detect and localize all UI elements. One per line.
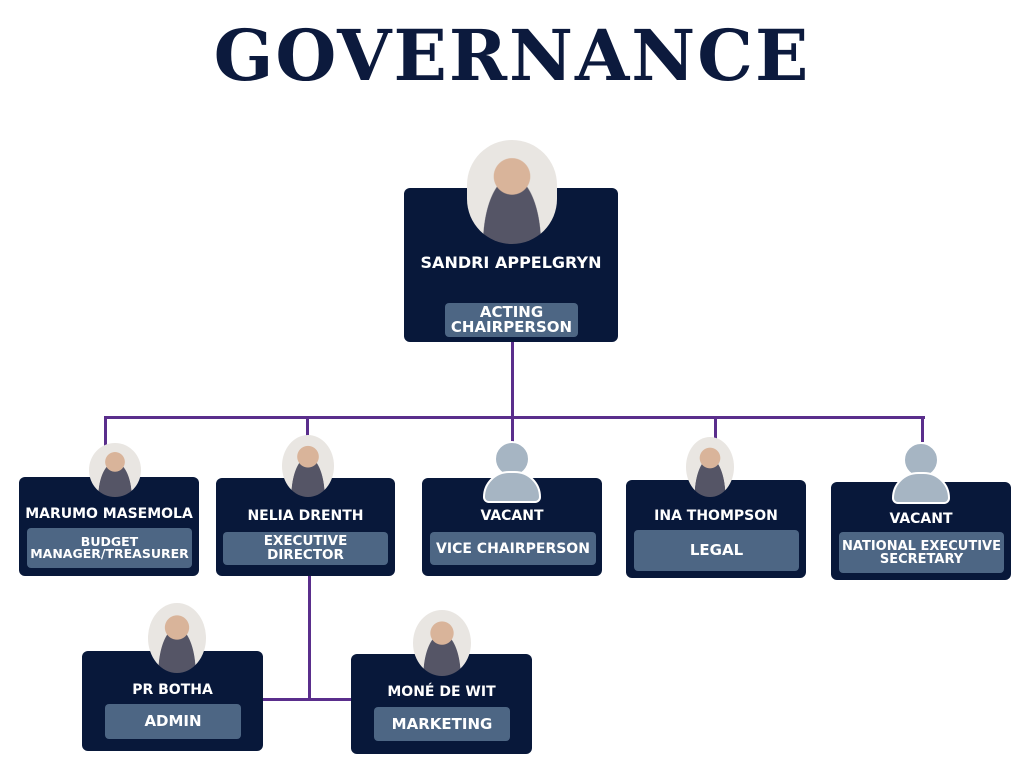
connector-line [714,416,717,442]
person-placeholder-icon [891,442,951,504]
member-card-national-executive-secretary: VACANT NATIONAL EXECUTIVE SECRETARY [831,482,1011,580]
member-photo [467,140,557,244]
member-card-acting-chairperson: SANDRI APPELGRYN ACTING CHAIRPERSON [404,188,618,342]
member-role: LEGAL [634,530,799,571]
connector-line [263,698,351,701]
member-name: VACANT [889,511,953,527]
person-placeholder-icon [482,441,542,503]
member-role: NATIONAL EXECUTIVE SECRETARY [839,532,1004,573]
member-photo [148,603,206,673]
connector-line [511,416,514,442]
connector-line [308,576,311,700]
member-photo [89,443,141,497]
connector-line [511,342,514,418]
connector-line [921,416,924,442]
member-name: VACANT [480,508,544,524]
member-role: ACTING CHAIRPERSON [445,303,578,337]
member-photo [686,437,734,497]
member-role: ADMIN [105,704,241,739]
member-name: SANDRI APPELGRYN [420,253,602,272]
connector-line [306,416,309,436]
member-role: BUDGET MANAGER/TREASURER [27,528,192,568]
connector-line [104,416,107,446]
connector-line [104,416,925,419]
member-role: EXECUTIVE DIRECTOR [223,532,388,565]
member-role: VICE CHAIRPERSON [430,532,596,565]
member-name: PR BOTHA [132,682,213,698]
page-title: GOVERNANCE [213,14,811,97]
member-name: INA THOMPSON [654,508,778,524]
member-card-legal: INA THOMPSON LEGAL [626,480,806,578]
member-photo [413,610,471,676]
member-card-executive-director: NELIA DRENTH EXECUTIVE DIRECTOR [216,478,395,576]
member-photo [282,435,334,497]
member-role: MARKETING [374,707,510,741]
member-name: MONÉ DE WIT [387,684,496,700]
member-name: NELIA DRENTH [247,508,364,524]
member-card-marketing: MONÉ DE WIT MARKETING [351,654,532,754]
member-name: MARUMO MASEMOLA [25,506,193,522]
